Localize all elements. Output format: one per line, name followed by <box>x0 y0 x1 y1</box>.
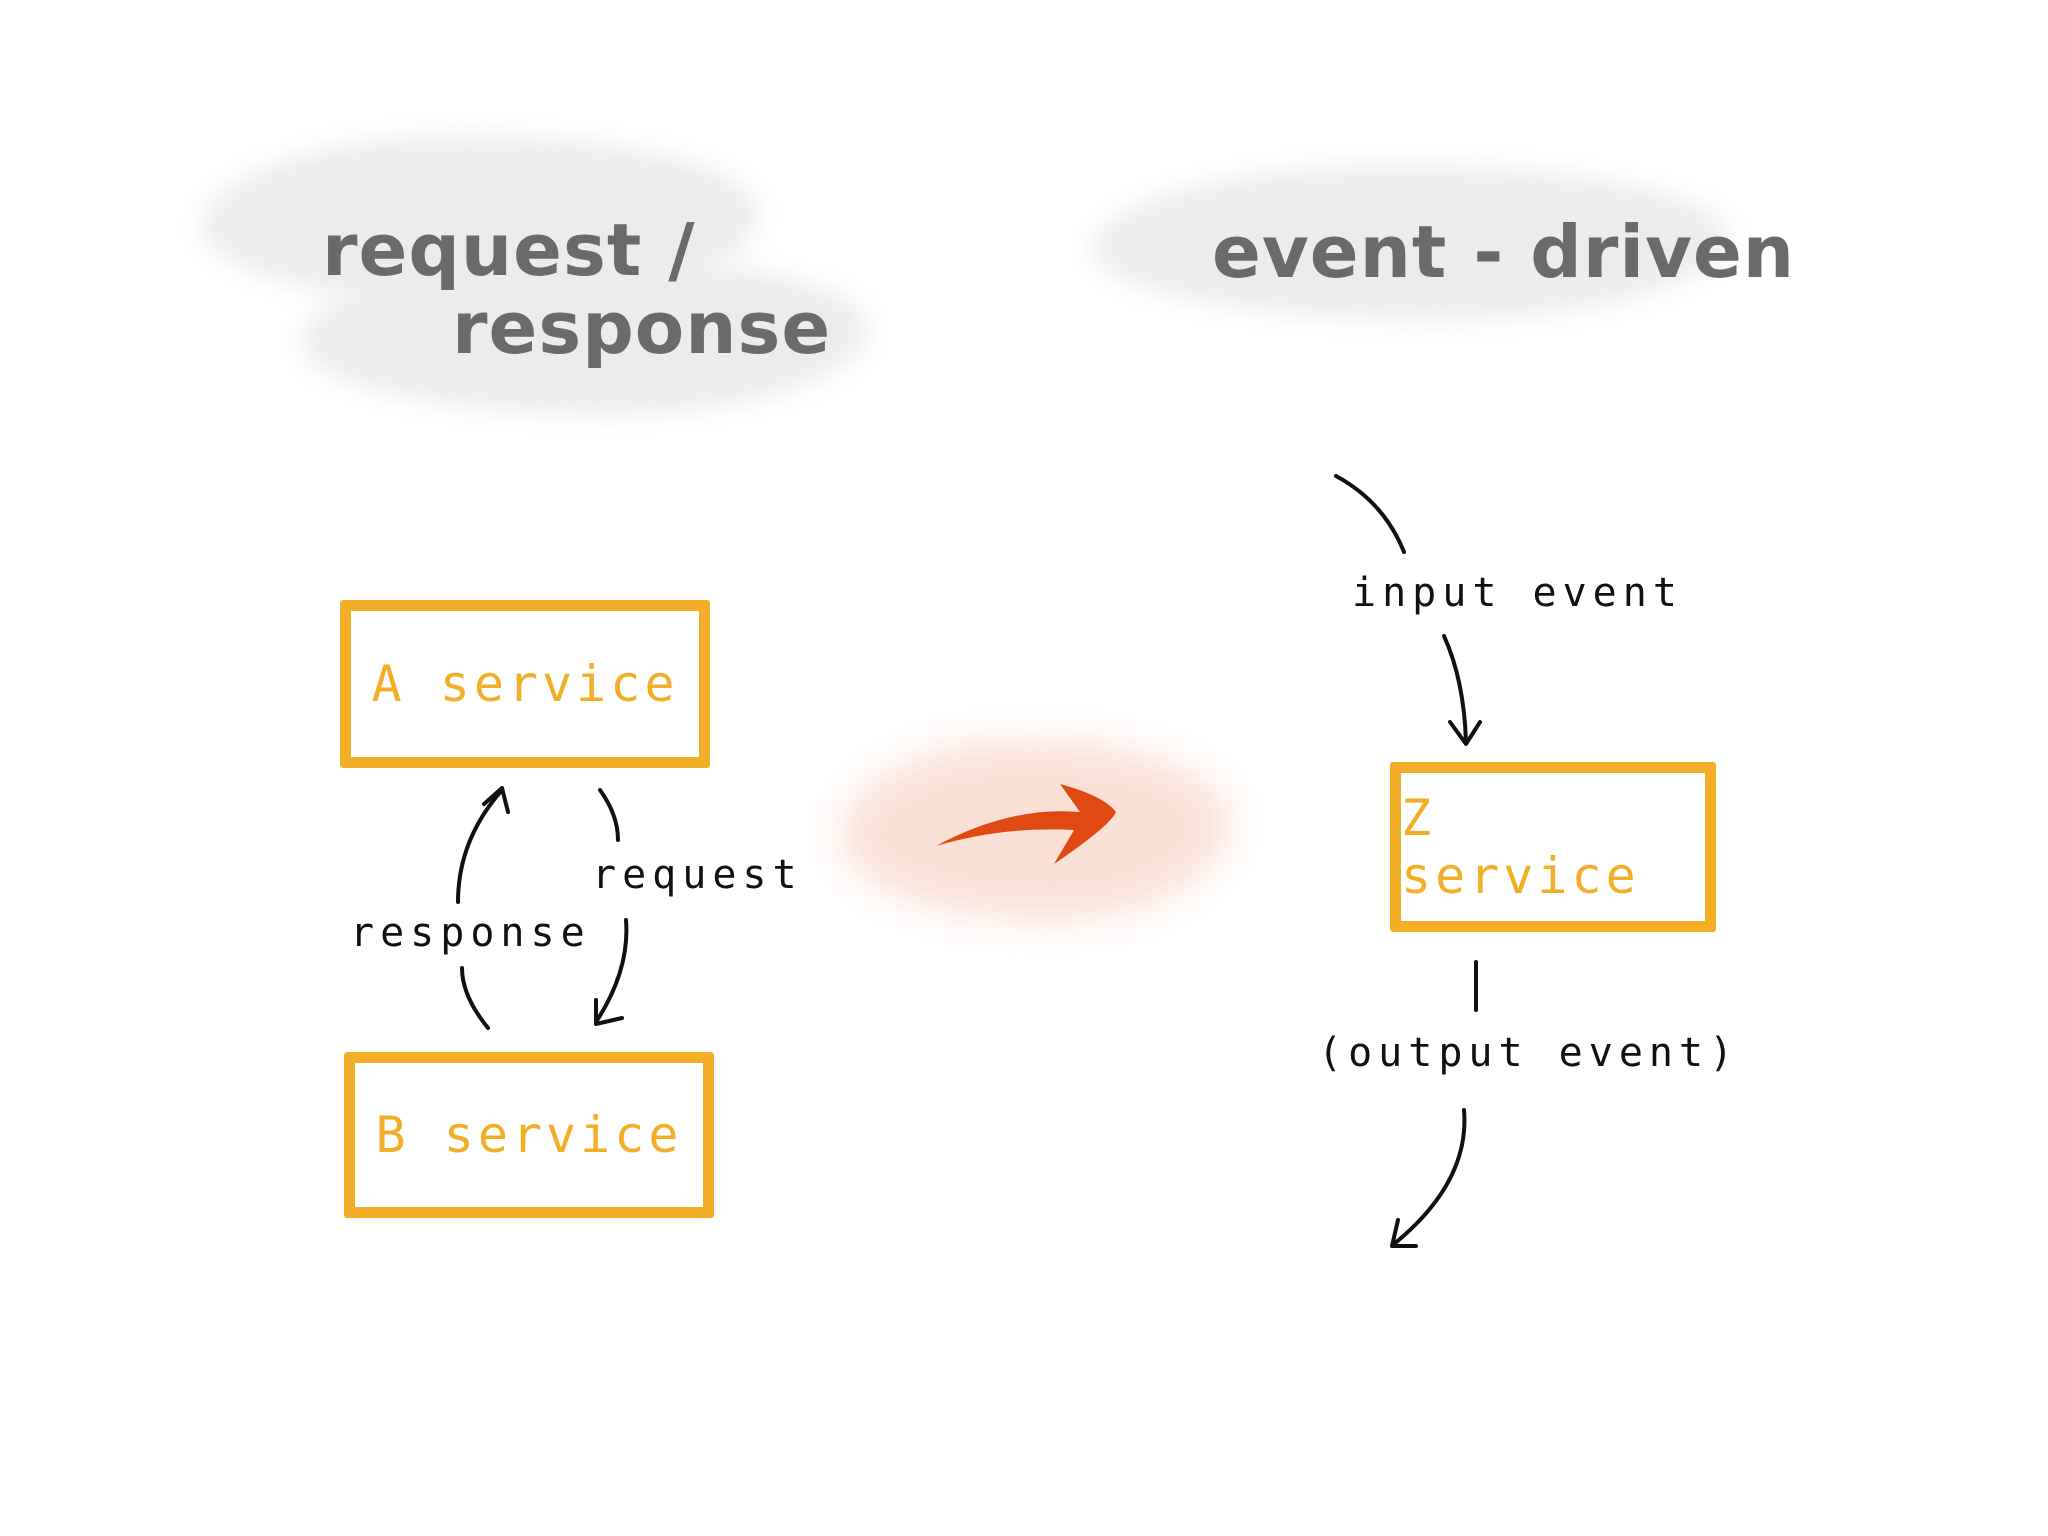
transition-arrow <box>936 784 1116 864</box>
request-arrowhead <box>594 998 624 1026</box>
response-arrow-lower <box>460 966 490 1030</box>
input-arrow-lower <box>1442 634 1468 744</box>
response-arrow-upper <box>456 788 504 904</box>
input-event-label: input event <box>1352 570 1683 616</box>
output-arrowhead <box>1390 1218 1418 1248</box>
heading-wash-right <box>1090 165 1730 320</box>
request-arrow-lower <box>594 918 629 1024</box>
response-label: response <box>350 910 591 956</box>
input-arrowhead <box>1448 720 1482 746</box>
heading-request-response-line1: request / <box>322 208 696 292</box>
response-arrowhead <box>482 786 510 814</box>
input-arrow-upper <box>1334 474 1406 554</box>
output-event-label: (output event) <box>1318 1030 1740 1076</box>
service-box-a: A service <box>340 600 710 768</box>
service-box-a-label: A service <box>371 655 679 713</box>
service-box-b: B service <box>344 1052 714 1218</box>
service-box-b-label: B service <box>375 1106 683 1164</box>
service-box-z-label: Z service <box>1401 789 1640 905</box>
heading-event-driven: event - driven <box>1212 210 1796 294</box>
transition-wash <box>840 740 1230 920</box>
request-arrow-upper <box>598 788 620 842</box>
output-arrow <box>1392 1108 1467 1246</box>
request-label: request <box>592 852 803 898</box>
heading-wash-left-lower <box>300 255 870 415</box>
service-box-z: Z service <box>1390 762 1716 932</box>
heading-request-response-line2: response <box>452 286 832 370</box>
